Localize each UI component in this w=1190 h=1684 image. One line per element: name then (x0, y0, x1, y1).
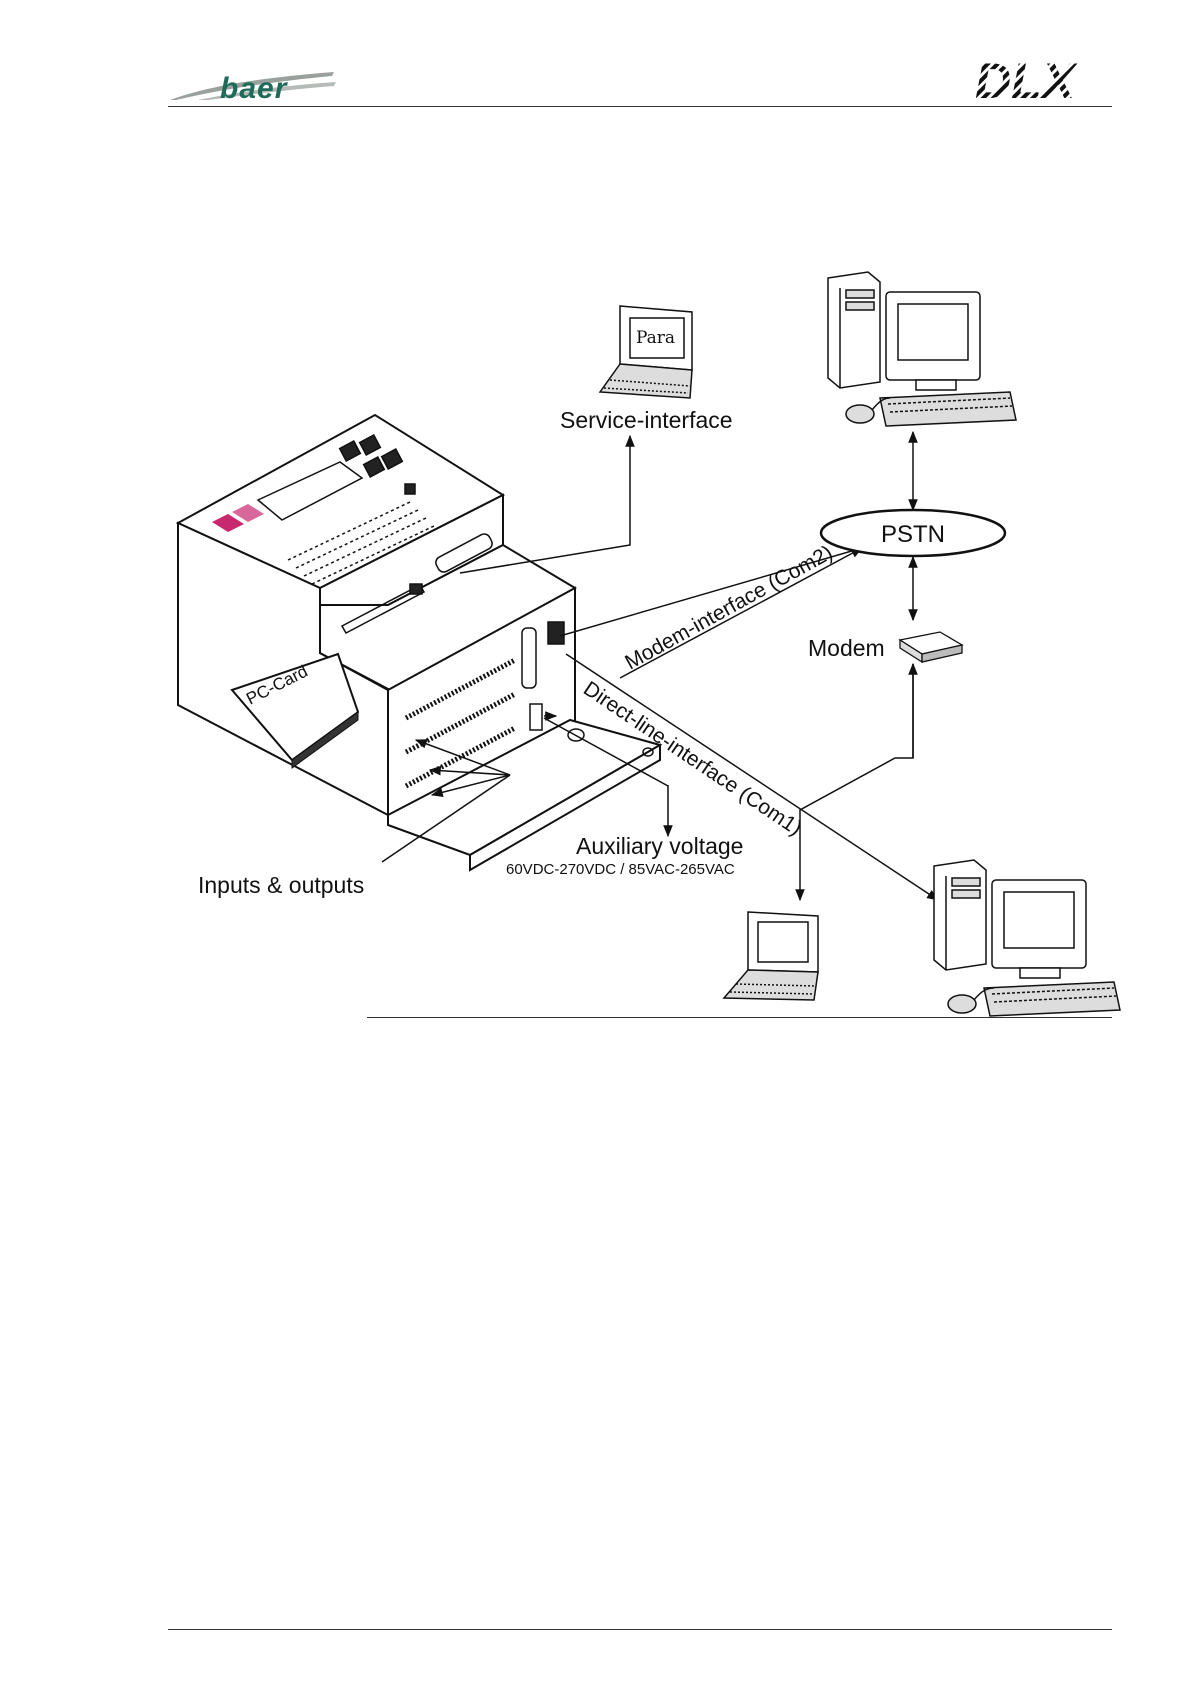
power-terminal (530, 704, 542, 730)
bottom-pc-tower (934, 860, 986, 970)
bottom-pc (934, 860, 1120, 1016)
top-pc-mouse (846, 405, 874, 423)
top-pc-keyboard (880, 392, 1016, 426)
figure-divider (367, 1017, 1112, 1018)
bottom-laptop-keyboard (724, 970, 818, 1000)
top-pc-screen (898, 304, 968, 360)
modem-to-laptop-link (800, 664, 913, 900)
service-interface-label: Service-interface (560, 407, 733, 433)
pstn-label: PSTN (881, 521, 945, 548)
bottom-laptop (724, 912, 818, 1000)
bottom-laptop-screen (758, 922, 808, 962)
top-pc-stand (916, 380, 956, 390)
footer-divider (168, 1629, 1112, 1630)
direct-line-db-connector (522, 628, 536, 688)
modem-port-rj (548, 622, 564, 644)
modem-interface-label: Modem-interface (Com2) (621, 541, 836, 674)
modem-label: Modem (808, 635, 885, 661)
bottom-pc-keyboard (984, 982, 1120, 1016)
inputs-outputs-label: Inputs & outputs (198, 872, 364, 898)
pc-card-eject (410, 584, 422, 594)
modem-device (900, 632, 962, 662)
bottom-pc-stand (1020, 968, 1060, 978)
aux-voltage-range: 60VDC-270VDC / 85VAC-265VAC (506, 861, 735, 878)
reset-button (405, 484, 415, 494)
aux-voltage-label: Auxiliary voltage (576, 833, 743, 859)
service-laptop-screen-text: Para (636, 328, 675, 348)
bottom-pc-mouse (948, 995, 976, 1013)
bottom-pc-screen (1004, 892, 1074, 948)
top-pc (828, 272, 1016, 426)
service-laptop: Para (600, 306, 692, 398)
dlx-device (178, 415, 660, 870)
service-laptop-keyboard (600, 364, 692, 398)
pstn-node: PSTN (821, 510, 1005, 556)
